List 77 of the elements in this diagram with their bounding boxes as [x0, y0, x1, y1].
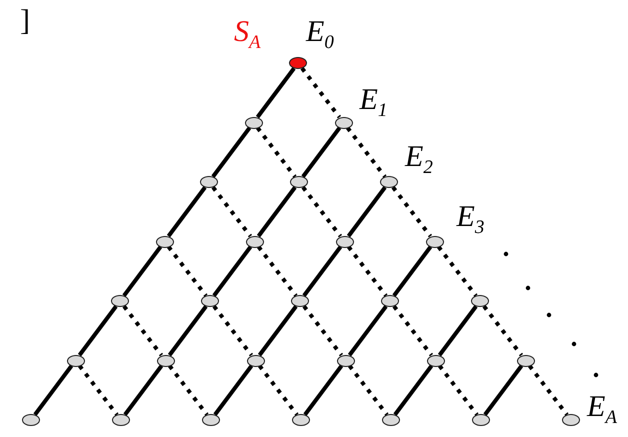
solid-line	[301, 126, 342, 178]
dotted-line	[258, 364, 298, 416]
dotted-line	[347, 246, 388, 297]
lattice-node	[290, 176, 308, 188]
dotted-line	[482, 305, 523, 356]
node-label: E$_{A}$	[587, 392, 617, 427]
lattice-node	[334, 116, 352, 128]
solid-line	[168, 305, 208, 356]
lattice-node	[472, 414, 490, 426]
lattice-node	[516, 354, 534, 366]
dotted-line	[300, 67, 341, 118]
solid-line	[303, 364, 344, 416]
lattice-node	[336, 354, 354, 366]
solid-line	[483, 364, 524, 416]
lattice-node	[246, 236, 264, 248]
solid-line	[302, 246, 342, 297]
lattice-node	[380, 176, 398, 188]
lattice-node	[156, 354, 174, 366]
solid-line	[346, 186, 387, 238]
dotted-line	[212, 186, 252, 238]
solid-line	[33, 364, 74, 416]
dotted-line	[392, 305, 433, 356]
solid-line	[256, 186, 297, 238]
lattice-node	[426, 236, 444, 248]
solid-line	[213, 364, 254, 416]
node-label: E$_{0}$	[306, 17, 334, 52]
solid-line	[211, 126, 252, 178]
lattice-node	[246, 354, 264, 366]
solid-line	[438, 305, 478, 356]
lattice-node	[289, 57, 307, 69]
dotted-line	[302, 305, 343, 356]
node-label: E$_{1}$	[360, 84, 388, 120]
lattice-node	[381, 295, 399, 307]
dotted-line	[392, 186, 432, 238]
dotted-line	[257, 246, 298, 297]
lattice-node	[336, 236, 354, 248]
solid-line	[123, 364, 164, 416]
lattice-node	[112, 414, 130, 426]
node-label: S$_{A}$	[234, 17, 261, 52]
lattice-node	[111, 295, 129, 307]
node-label: E$_{2}$	[405, 142, 433, 177]
lattice-node	[471, 295, 489, 307]
solid-line	[348, 305, 388, 356]
dotted-line	[528, 364, 568, 416]
lattice-node	[292, 414, 310, 426]
solid-line	[393, 364, 434, 416]
solid-line	[212, 246, 252, 297]
lattice-node	[66, 354, 84, 366]
lattice-node	[200, 176, 218, 188]
lattice-node	[291, 295, 309, 307]
solid-line	[78, 305, 118, 356]
solid-line	[258, 305, 298, 356]
dotted-line	[346, 126, 386, 178]
dotted-line	[302, 186, 342, 238]
dotted-line	[167, 246, 208, 297]
solid-line	[392, 246, 432, 297]
dotted-line	[438, 364, 478, 416]
lattice-node	[22, 414, 40, 426]
lattice-node	[244, 116, 262, 128]
lattice-node	[382, 414, 400, 426]
lattice-node	[202, 414, 220, 426]
dotted-line	[122, 305, 163, 356]
solid-line	[256, 67, 296, 118]
solid-line	[166, 186, 207, 238]
lattice-node	[156, 236, 174, 248]
bracket-text: ]	[20, 6, 30, 36]
lattice-node	[562, 414, 580, 426]
dotted-line	[168, 364, 208, 416]
dotted-line	[212, 305, 253, 356]
dotted-line	[437, 246, 478, 297]
dotted-line	[256, 126, 296, 178]
lattice-node	[426, 354, 444, 366]
node-label: E$_{3}$	[456, 202, 484, 236]
lattice-node	[201, 295, 219, 307]
dotted-line	[78, 364, 118, 416]
dotted-line	[348, 364, 388, 416]
solid-line	[122, 246, 162, 297]
